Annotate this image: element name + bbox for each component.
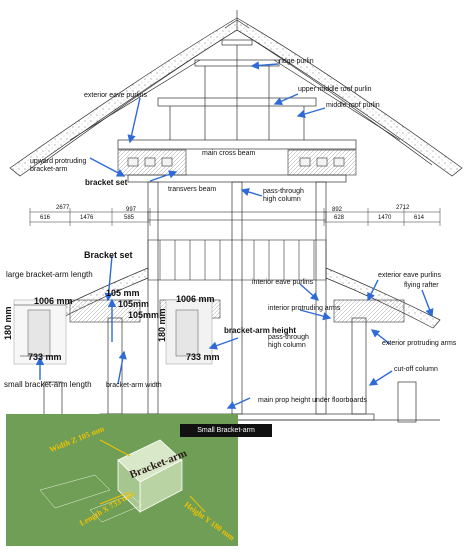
bracket-arm-width-label: bracket-arm width <box>106 382 162 389</box>
dim-right-3: 1470 <box>378 215 392 221</box>
right-height-measure: 180 mm <box>157 308 167 342</box>
dim-right-2: 628 <box>334 215 345 221</box>
small-length-measure: 733 mm <box>28 352 62 362</box>
measurement-insets <box>13 299 213 365</box>
upper-frame <box>117 39 357 183</box>
width-measure-2: 105mm <box>118 299 150 309</box>
cut-off-column-label: cut-off column <box>394 366 438 373</box>
exterior-eave-purlins-right-label: exterior eave purlins <box>378 272 442 279</box>
dim-left-3: 1476 <box>80 215 94 221</box>
main-prop-height-label: main prop height under floorboards <box>258 397 367 404</box>
dim-right-1: 2712 <box>396 205 410 211</box>
width-measure-1: 105 mm <box>106 288 140 298</box>
middle-roof-purlin-label: middle roof purlin <box>326 102 380 109</box>
dim-left-4: 585 <box>124 215 135 221</box>
interior-eave-purlins-label: interior eave purlins <box>252 279 314 286</box>
pass-through-high-column-mid-label: pass-through high column <box>268 334 309 349</box>
middle-storey <box>147 211 327 281</box>
small-bracket-arm-tag: Small Bracket-arm <box>180 424 272 437</box>
dim-left-1: 997 <box>126 207 137 213</box>
right-small-measure: 733 mm <box>186 352 220 362</box>
exterior-eave-purlins-top-label: exterior eave purlins <box>84 92 148 99</box>
bracket-set-top-label: bracket set <box>85 178 128 187</box>
upper-roof <box>9 10 463 177</box>
pass-through-high-column-top-label: pass-through high column <box>263 188 304 203</box>
dim-right-4: 614 <box>414 215 425 221</box>
upper-middle-roof-purlin-label: upper middle roof purlin <box>298 86 372 93</box>
large-bracket-arm-length-label: large bracket-arm length <box>6 270 93 279</box>
upward-protruding-bracket-arm-label: upward protruding bracket-arm <box>30 158 87 173</box>
transvers-beam-label: transvers beam <box>168 186 217 193</box>
small-bracket-arm-length-label: small bracket-arm length <box>4 380 92 389</box>
ridge-purlin-label: ridge purlin <box>279 58 314 65</box>
leader-arrows <box>35 61 434 409</box>
photo-arrows <box>99 439 206 513</box>
exterior-protruding-arms-label: exterior protruding arms <box>382 340 457 347</box>
interior-protruding-arms-label: interior protruding arms <box>268 305 341 312</box>
right-length-measure: 1006 mm <box>176 294 215 304</box>
bracket-arm-height-label: bracket-arm height <box>224 326 297 335</box>
large-length-measure: 1006 mm <box>34 296 73 306</box>
dim-left-2: 616 <box>40 215 51 221</box>
bracket-set-mid-label: Bracket set <box>84 250 133 260</box>
dimension-lines <box>29 208 441 226</box>
dim-right-0: 892 <box>332 207 343 213</box>
dim-left-0: 2677 <box>56 205 70 211</box>
main-cross-beam-label: main cross beam <box>202 150 256 157</box>
width-measure-3: 105mm <box>128 310 160 320</box>
large-height-measure: 180 mm <box>3 306 13 340</box>
columns <box>107 181 367 415</box>
flying-rafter-label: flying rafter <box>404 282 439 289</box>
